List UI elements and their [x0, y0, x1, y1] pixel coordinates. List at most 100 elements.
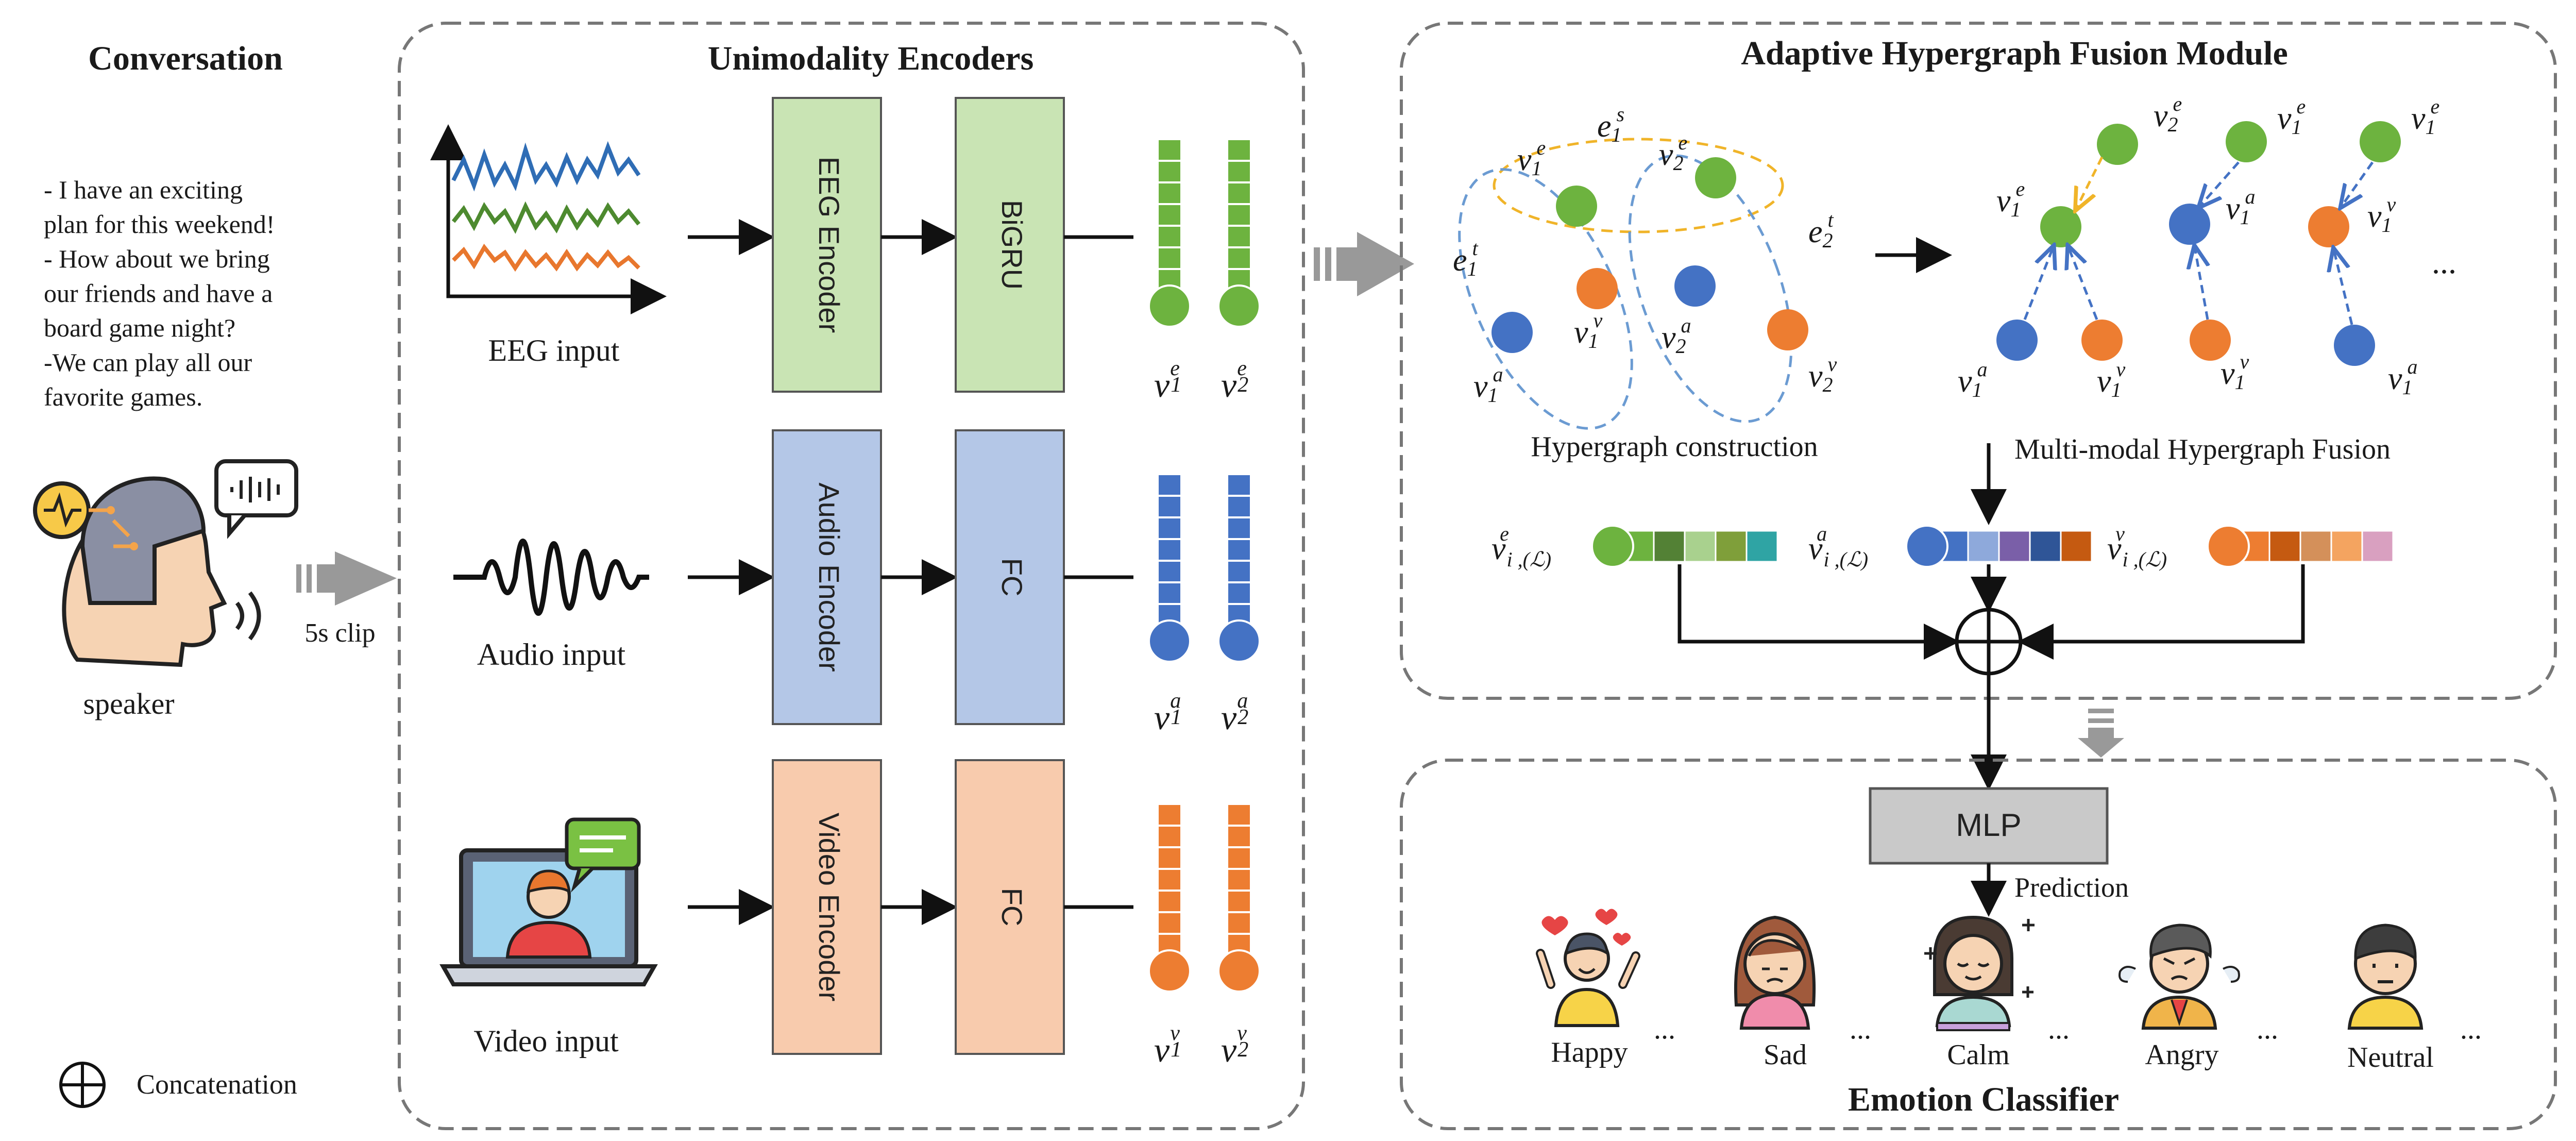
audio-waveform-icon: [453, 539, 649, 616]
vector-cell: [1226, 495, 1252, 518]
classifier-title: Emotion Classifier: [1848, 1081, 2119, 1118]
vector-cell: [1157, 473, 1182, 497]
hyperedge-t2: [1628, 154, 1793, 423]
concatenation-label: Concatenation: [137, 1069, 297, 1100]
svg-text:v2e: v2e: [1659, 131, 1687, 175]
emotion-ellipsis: ...: [2048, 1013, 2070, 1045]
vector-cell: [1226, 846, 1252, 870]
v1-audio-sup: a: [1170, 689, 1181, 713]
multimodal-fusion-graph: v1e v2e v1a v1v v1a v1v v1e v1v v1a v1e: [1958, 92, 2439, 401]
eeg-encoder-block: [772, 97, 882, 393]
svg-text:v1e: v1e: [1996, 177, 2025, 221]
vector-cell: [1157, 181, 1182, 205]
emotion-angry-label: Angry: [2145, 1039, 2218, 1071]
hyperedge-s: [1493, 138, 1784, 233]
svg-text:v2a: v2a: [1221, 689, 1248, 737]
vector-cell: [1157, 560, 1182, 583]
fused-vector-cell: [2361, 530, 2394, 563]
svg-text:v2e: v2e: [2154, 92, 2182, 136]
hypergraph-construction: v1e e1s v2e e1t e2t v1v v2a v1a v2v: [1453, 103, 1837, 430]
svg-text:v1v: v1v: [2097, 358, 2126, 401]
construction-label: Hypergraph construction: [1531, 431, 1818, 463]
conversation-line: - How about we bring: [44, 244, 270, 273]
video-encoder-block: [772, 759, 882, 1055]
vector-cell: [1157, 581, 1182, 605]
svg-text:v1e: v1e: [2277, 95, 2306, 139]
vector-cell: [1226, 911, 1252, 935]
angry-face-icon: [2119, 924, 2240, 1030]
happy-face-icon: [1536, 909, 1640, 1027]
emotion-calm-label: Calm: [1947, 1039, 2009, 1071]
v2-audio-sup: a: [1237, 689, 1248, 713]
fusion-to-classifier-arrow: [2078, 709, 2124, 758]
video-vector-labels: v1v v2v: [1154, 1021, 1248, 1069]
fusion-title: Adaptive Hypergraph Fusion Module: [1741, 35, 2288, 72]
video-laptop-icon: [439, 817, 658, 986]
fused-vector-cell: [1745, 530, 1778, 563]
fused-v-sup: v: [2115, 522, 2125, 545]
fused-v-sub: i ,(ℒ): [2123, 548, 2167, 571]
v2-eeg-sup: e: [1237, 357, 1247, 380]
fused-vector-cell: [1653, 530, 1686, 563]
conversation-line: plan for this weekend!: [44, 210, 275, 239]
neutral-face-icon: [2347, 924, 2424, 1030]
audio-vector-labels: v1a v2a: [1154, 689, 1248, 737]
vector-cell: [1157, 246, 1182, 270]
fused-vectors: [1591, 525, 2394, 568]
fusion-panel: [1400, 22, 2557, 700]
vector-cell: [1157, 846, 1182, 870]
eeg-waveform-icon: [430, 124, 667, 314]
concatenation-icon: [59, 1062, 106, 1108]
svg-text:e1s: e1s: [1597, 103, 1624, 146]
calm-face-icon: [1924, 915, 2035, 1031]
fused-vector-cell: [1998, 530, 2031, 563]
vector-cell: [1157, 868, 1182, 892]
audio-input-label: Audio input: [477, 637, 626, 672]
vector-node: [1217, 949, 1261, 993]
eeg-encoder-label: EEG Encoder: [813, 157, 845, 333]
node-v1v: [1577, 268, 1618, 309]
conversation-line: our friends and have a: [44, 279, 273, 308]
fused-vector-node: [1591, 525, 1634, 568]
emotion-ellipsis: ...: [2257, 1013, 2278, 1045]
eeg-input-label: EEG input: [488, 333, 620, 367]
node-v2v: [1767, 309, 1808, 350]
vector-cell: [1226, 538, 1252, 562]
fused-vector-cell: [2330, 530, 2363, 563]
fused-a-sup: a: [1817, 522, 1827, 545]
emotion-ellipsis: ...: [1850, 1013, 1871, 1045]
video-encoder-label: Video Encoder: [813, 813, 845, 1001]
vector-cell: [1226, 246, 1252, 270]
vector-cell: [1157, 138, 1182, 162]
encoders-to-fusion-arrow: [1314, 232, 1414, 296]
svg-text:v1e: v1e: [1154, 357, 1181, 405]
vector-cell: [1157, 160, 1182, 183]
fused-vector-cell: [1715, 530, 1748, 563]
svg-text:vi ,(ℒ)v: vi ,(ℒ)v: [2107, 522, 2167, 571]
speaker-label: speaker: [83, 687, 174, 720]
vector-cell: [1157, 538, 1182, 562]
fused-vector-cell: [1967, 530, 2000, 563]
svg-text:v1e: v1e: [2411, 95, 2439, 139]
conversation-line: - I have an exciting: [44, 175, 243, 204]
node-v1a: [1492, 312, 1533, 353]
svg-text:e1t: e1t: [1453, 237, 1479, 280]
vector-cell: [1157, 911, 1182, 935]
emotion-sad-label: Sad: [1764, 1039, 1807, 1071]
svg-text:v1a: v1a: [1958, 358, 1988, 401]
svg-text:v1a: v1a: [2388, 355, 2418, 399]
emotion-ellipsis: ...: [1654, 1013, 1675, 1045]
fused-vector-cell: [1684, 530, 1717, 563]
vector-node: [1148, 949, 1191, 993]
svg-text:v1a: v1a: [1473, 363, 1503, 407]
vector-cell: [1226, 181, 1252, 205]
conversation-line: favorite games.: [44, 382, 202, 411]
emotion-happy-label: Happy: [1551, 1036, 1628, 1068]
classifier-panel: [1400, 759, 2557, 1130]
vector-node: [1148, 619, 1191, 663]
vector-cell: [1157, 203, 1182, 227]
svg-text:vi ,(ℒ)a: vi ,(ℒ)a: [1808, 522, 1868, 571]
conversation-title: Conversation: [88, 40, 283, 77]
vector-cell: [1226, 160, 1252, 183]
